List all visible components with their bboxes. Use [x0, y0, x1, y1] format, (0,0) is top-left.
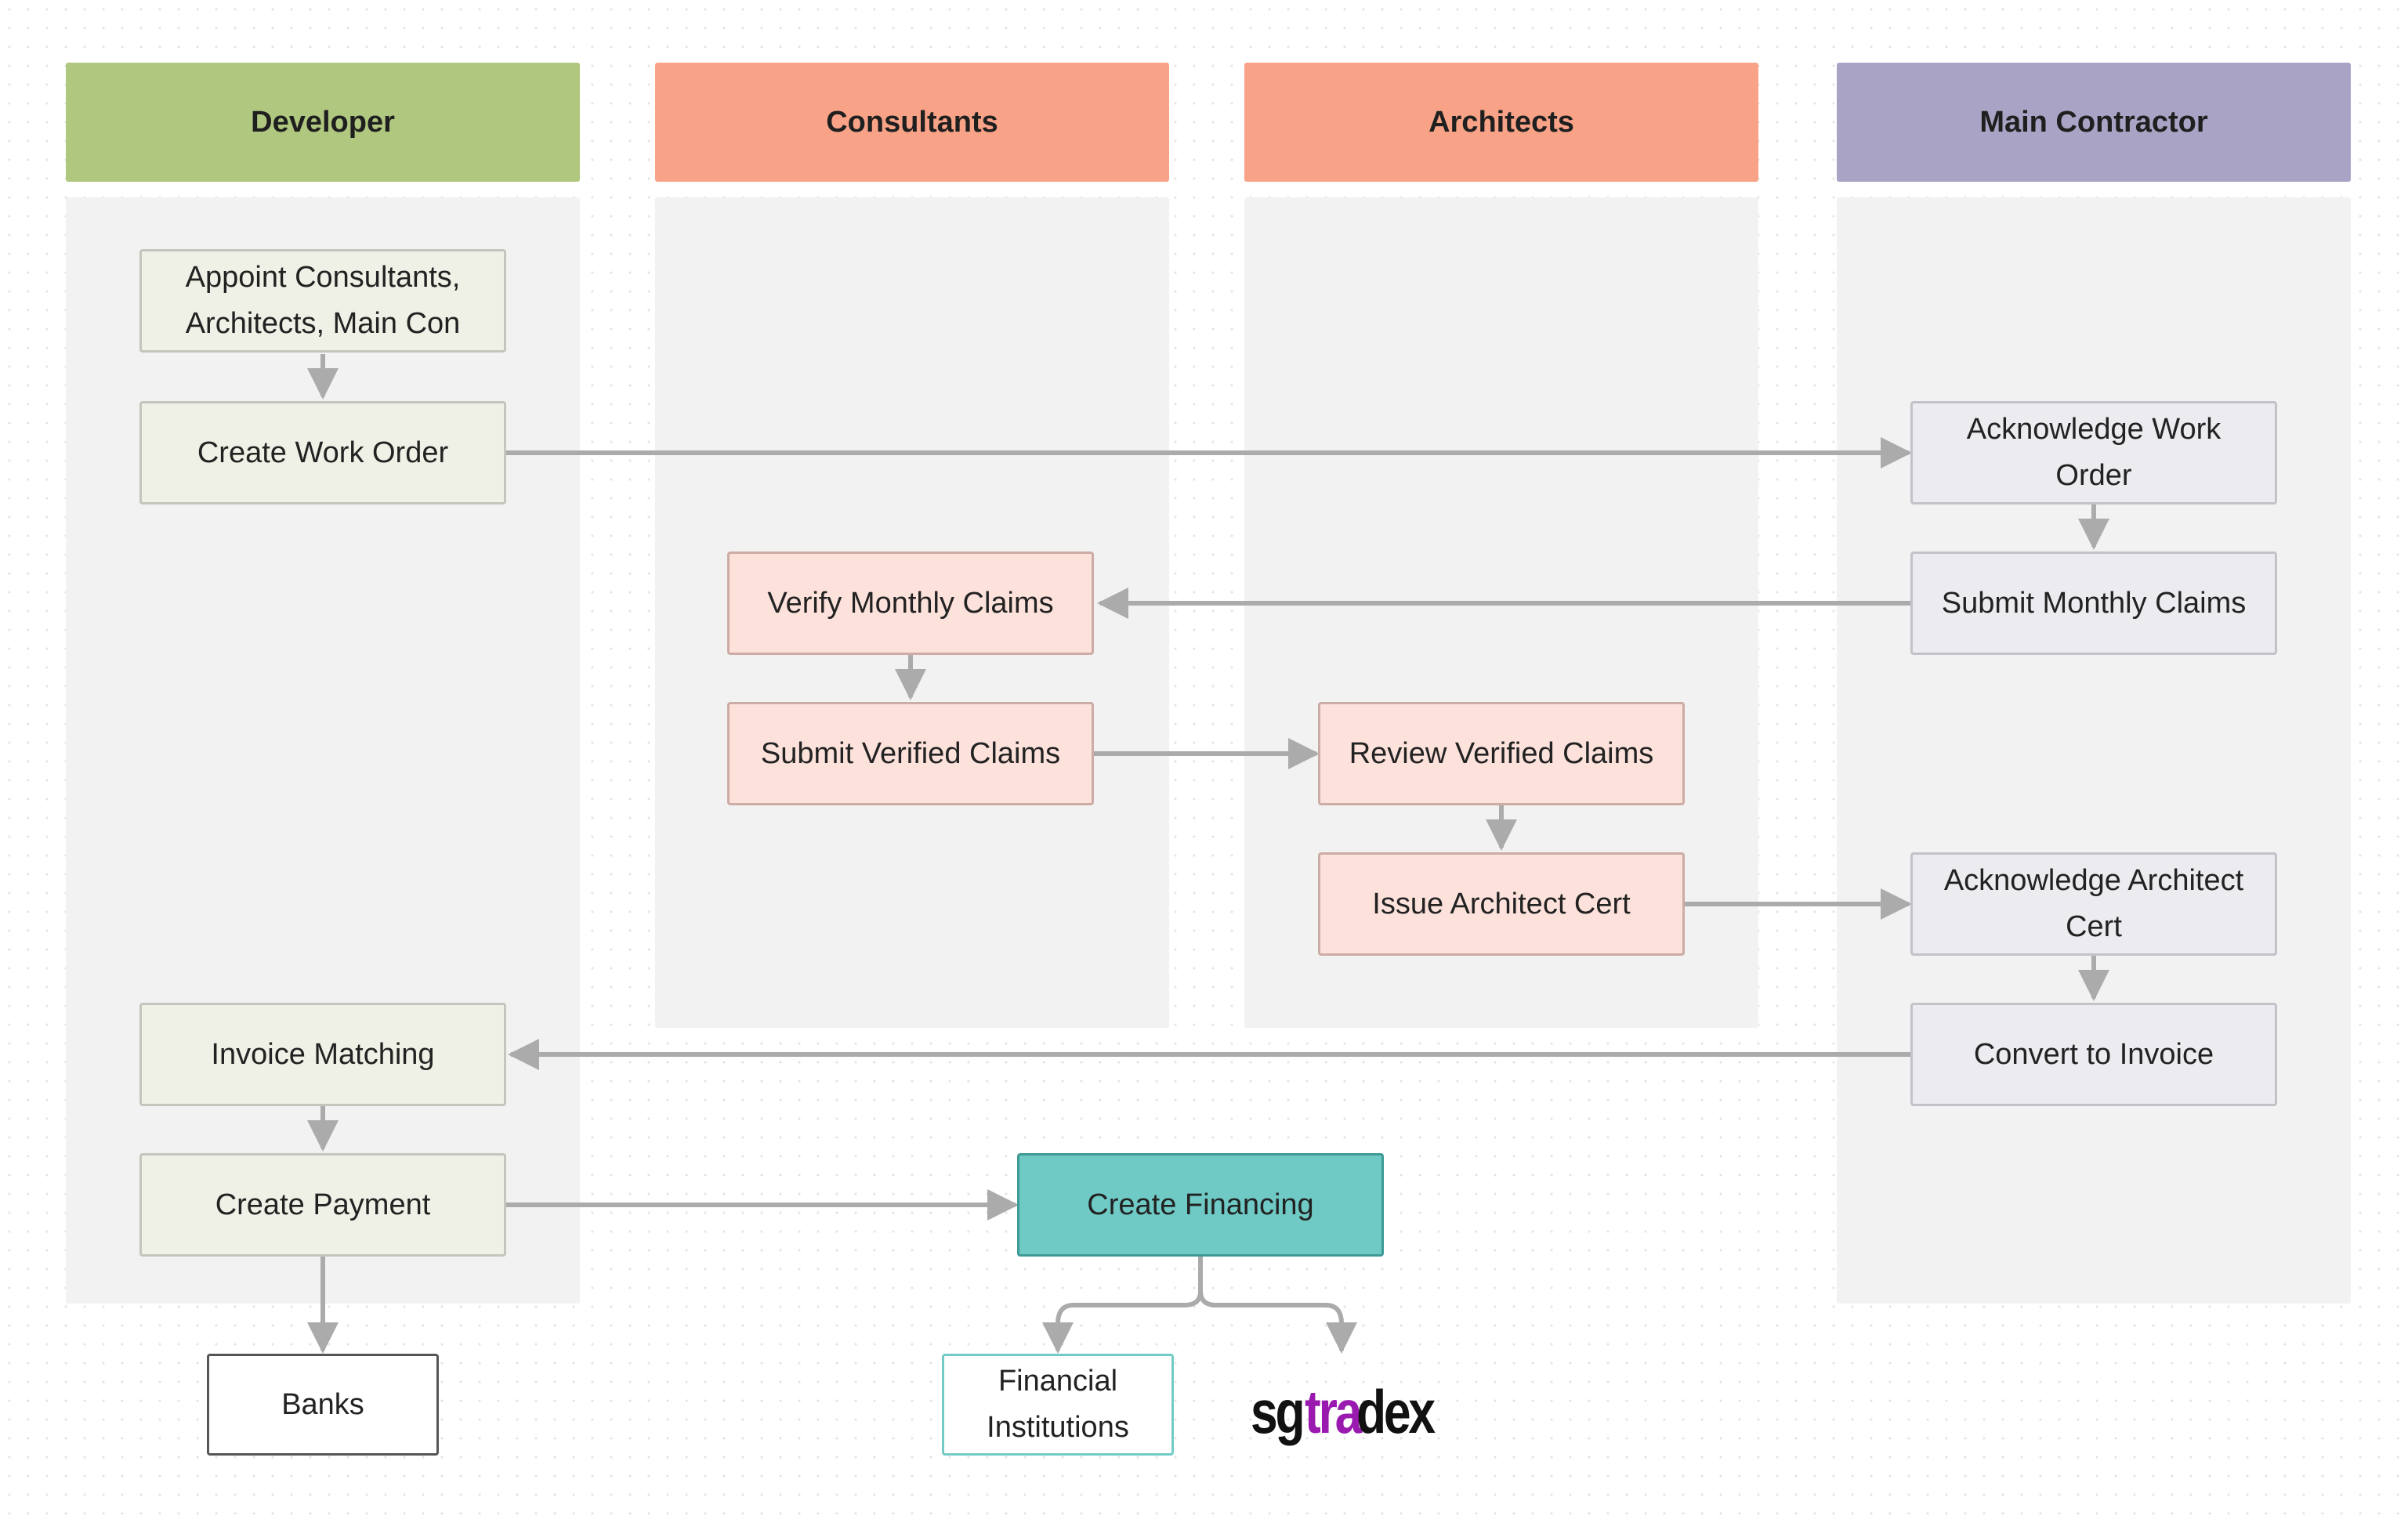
node-issue-architect-cert[interactable]: Issue Architect Cert	[1318, 852, 1685, 956]
node-create-work-order[interactable]: Create Work Order	[139, 401, 506, 505]
lane-title: Main Contractor	[1979, 105, 2208, 139]
node-label: Financial Institutions	[987, 1365, 1129, 1444]
node-create-financing[interactable]: Create Financing	[1017, 1153, 1384, 1257]
arrow-financing-to-financial-institutions	[1042, 1257, 1203, 1354]
node-acknowledge-work-order[interactable]: Acknowledge Work Order	[1910, 401, 2277, 505]
logo-text-tra: tra	[1305, 1376, 1362, 1446]
node-label: Submit Monthly Claims	[1941, 586, 2247, 620]
node-label: Acknowledge Architect Cert	[1943, 864, 2244, 943]
node-submit-monthly-claims[interactable]: Submit Monthly Claims	[1910, 552, 2277, 655]
node-label: Appoint Consultants, Architects, Main Co…	[185, 261, 461, 340]
node-acknowledge-architect-cert[interactable]: Acknowledge Architect Cert	[1910, 852, 2277, 956]
node-create-payment[interactable]: Create Payment	[139, 1153, 506, 1257]
logo-text-dex: dex	[1356, 1376, 1436, 1446]
node-label: Create Payment	[215, 1188, 431, 1221]
node-financial-institutions[interactable]: Financial Institutions	[942, 1354, 1174, 1456]
lane-title: Consultants	[826, 105, 998, 139]
node-submit-verified-claims[interactable]: Submit Verified Claims	[727, 702, 1094, 805]
node-label: Verify Monthly Claims	[767, 586, 1054, 620]
node-label: Banks	[281, 1387, 364, 1421]
lane-header-developer: Developer	[66, 63, 580, 182]
node-invoice-matching[interactable]: Invoice Matching	[139, 1003, 506, 1106]
arrow-financing-to-sgtradex	[1198, 1290, 1357, 1354]
node-review-verified-claims[interactable]: Review Verified Claims	[1318, 702, 1685, 805]
node-label: Create Financing	[1087, 1188, 1314, 1221]
node-label: Create Work Order	[197, 436, 449, 469]
lane-title: Architects	[1429, 105, 1574, 139]
lane-header-main-contractor: Main Contractor	[1837, 63, 2351, 182]
lane-body-main-contractor	[1837, 197, 2351, 1304]
lane-title: Developer	[251, 105, 395, 139]
node-label: Submit Verified Claims	[760, 736, 1061, 770]
node-appoint-consultants[interactable]: Appoint Consultants, Architects, Main Co…	[139, 249, 506, 353]
node-label: Issue Architect Cert	[1372, 887, 1631, 920]
node-label: Acknowledge Work Order	[1966, 413, 2222, 492]
lane-header-architects: Architects	[1244, 63, 1758, 182]
logo-text-sg: sg	[1251, 1376, 1305, 1446]
lane-header-consultants: Consultants	[655, 63, 1169, 182]
node-verify-monthly-claims[interactable]: Verify Monthly Claims	[727, 552, 1094, 655]
node-label: Invoice Matching	[211, 1037, 435, 1071]
node-banks[interactable]: Banks	[207, 1354, 439, 1456]
node-convert-to-invoice[interactable]: Convert to Invoice	[1910, 1003, 2277, 1106]
node-label: Review Verified Claims	[1349, 736, 1654, 770]
node-label: Convert to Invoice	[1973, 1037, 2214, 1071]
